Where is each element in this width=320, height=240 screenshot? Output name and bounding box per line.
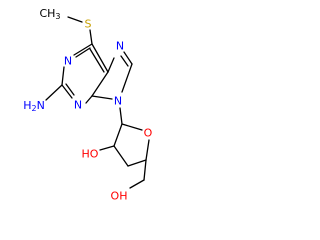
bond-n7-c8-double (120, 55, 129, 67)
bond-c3prime-c2prime (113, 145, 129, 167)
bond-o4prime-c4prime (145, 139, 150, 161)
bonds (45, 16, 150, 189)
bond-n7-c8 (123, 51, 133, 65)
bond-c2prime-c1prime (113, 123, 123, 147)
bond-n9-c4 (91, 95, 113, 100)
bond-c8-n9 (121, 63, 133, 93)
bond-c2-n3 (61, 84, 73, 99)
bond-c4prime-c3prime (127, 159, 147, 167)
bond-n1-c2 (61, 66, 65, 86)
atom-label-methyl: CH3 (39, 7, 60, 21)
bond-c5-c6 (91, 43, 109, 73)
bond-c4prime-c5prime (143, 159, 147, 181)
bond-c1prime-o4prime (121, 123, 143, 131)
bond-c5prime-oh (129, 179, 145, 189)
atom-label-n1: N (64, 55, 72, 68)
bond-c2-n3-double (65, 83, 75, 96)
atom-label-n3: N (74, 99, 82, 112)
atom-label-n7: N (116, 40, 124, 53)
atom-label-ring-oxygen: O (144, 127, 153, 140)
bond-c6-n1 (73, 43, 93, 56)
atom-label-n9: N (114, 95, 122, 108)
atom-labels: CH3 S N N N N H2N O HO OH (23, 7, 152, 203)
atom-label-hydroxyl-5: OH (111, 190, 128, 203)
bond-n9-c1prime (119, 107, 123, 125)
bond-c2-nh2 (45, 84, 63, 101)
bond-n3-c4 (85, 95, 93, 104)
bond-c5-c6-double (89, 48, 105, 73)
bond-s-c6 (89, 29, 93, 45)
bond-c6-n1-double (75, 47, 91, 58)
atom-label-amino: H2N (23, 99, 45, 113)
bond-ch3-s (67, 16, 83, 23)
bond-c4-c5 (91, 71, 109, 97)
atom-label-sulfur: S (85, 18, 92, 31)
atom-label-hydroxyl-2: HO (82, 148, 99, 161)
bond-c5-n7 (107, 57, 115, 73)
bond-c2prime-oh (99, 145, 115, 151)
molecule-structure: CH3 S N N N N H2N O HO OH (23, 7, 152, 203)
